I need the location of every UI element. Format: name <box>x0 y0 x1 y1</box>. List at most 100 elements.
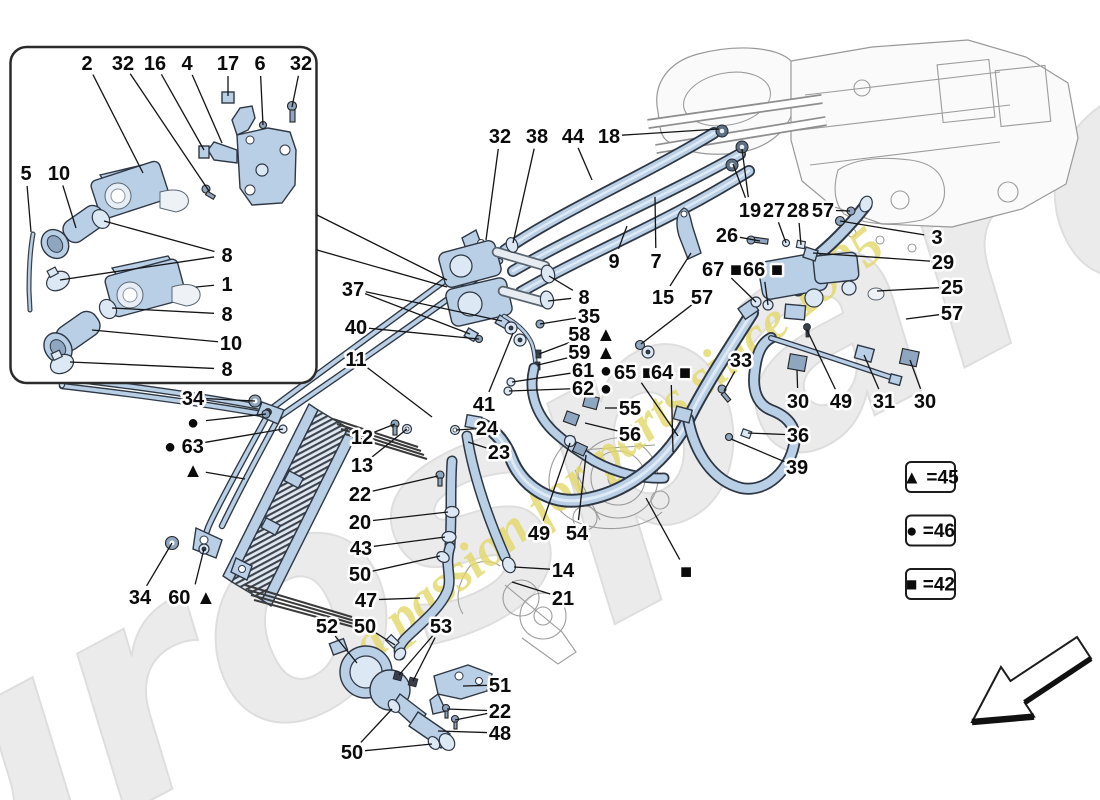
callout-label: 57 <box>691 287 713 309</box>
leader-line <box>160 74 205 151</box>
leader-line <box>371 428 408 458</box>
leader-line <box>621 128 720 136</box>
callout-label: 25 <box>941 277 963 299</box>
callout-label: 6 <box>254 53 265 75</box>
leader-line <box>291 75 300 108</box>
leader-line <box>905 314 940 320</box>
callout-label: 3 <box>931 227 942 249</box>
callout-label: 32 <box>489 126 511 148</box>
callout-label: 4 <box>181 53 193 75</box>
water-union-ghost <box>457 560 577 665</box>
leader-line <box>617 225 628 250</box>
leader-line <box>730 277 757 303</box>
callout-label: 39 <box>786 457 808 479</box>
callout-label: 8 <box>221 304 232 326</box>
leader-line <box>909 359 922 390</box>
leader-line <box>375 632 396 646</box>
leader-line <box>723 371 736 392</box>
leader-line <box>364 293 471 335</box>
callout-label: 53 <box>430 616 452 638</box>
leader-line <box>739 236 761 242</box>
leader-line <box>69 361 215 370</box>
leader-line <box>446 708 488 712</box>
leader-line <box>103 220 215 253</box>
leader-line <box>59 256 215 281</box>
leader-line <box>129 73 210 192</box>
leader-line <box>437 730 488 734</box>
callout-label: 59 ▲ <box>568 342 616 364</box>
leader-line <box>378 597 421 601</box>
leader-line <box>373 423 396 433</box>
legend-entry: ▲ =45 <box>902 468 959 489</box>
callout-label: 14 <box>552 560 575 582</box>
leader-line <box>373 536 446 547</box>
inset-pointer-line <box>316 249 448 288</box>
callout-label: 19 <box>739 200 761 222</box>
callout-label: ● <box>187 412 199 434</box>
leader-line <box>92 74 144 174</box>
leader-line <box>730 438 786 463</box>
callout-label: 61 ● <box>572 360 612 382</box>
leader-line <box>806 329 836 390</box>
leader-line <box>511 581 551 595</box>
callout-label: 44 <box>562 126 585 148</box>
leader-line <box>454 712 488 721</box>
legend-entry: ● =46 <box>906 521 955 542</box>
leader-line <box>205 397 256 402</box>
leader-line <box>62 185 77 229</box>
leader-line <box>372 555 441 572</box>
callout-label: 48 <box>489 723 511 745</box>
leader-line <box>542 442 571 521</box>
callout-label: 56 <box>619 424 641 446</box>
callout-label: 50 <box>349 564 371 586</box>
callout-label: 10 <box>220 333 242 355</box>
callout-label: 16 <box>144 53 166 75</box>
leader-line <box>467 441 487 449</box>
symbol-legend: ▲ =45● =46■ =42 <box>902 461 959 600</box>
leader-line <box>455 428 475 431</box>
callout-label: 40 <box>345 317 367 339</box>
callout-label: 12 <box>351 427 373 449</box>
leader-line <box>365 291 503 322</box>
callout-label: ● 63 <box>164 436 204 458</box>
leader-line <box>645 497 681 560</box>
callout-label: ▲ <box>183 460 203 482</box>
callout-label: 21 <box>552 588 574 610</box>
callout-label: 31 <box>873 391 895 413</box>
inset-box <box>9 45 448 385</box>
callout-label: 64 ■ <box>651 362 691 384</box>
leader-line <box>194 548 205 585</box>
leader-line <box>670 384 674 453</box>
direction-arrow <box>970 635 1093 726</box>
leader-line <box>508 387 580 392</box>
callout-label: 27 <box>763 200 785 222</box>
leader-line <box>798 222 802 246</box>
leader-line <box>777 221 787 244</box>
leader-lines <box>26 73 940 752</box>
leader-line <box>654 196 657 249</box>
leader-line <box>372 511 449 522</box>
callout-label: 34 <box>129 587 152 609</box>
callout-label: 57 <box>941 303 963 325</box>
freon-hoses <box>464 296 801 508</box>
callout-label: 8 <box>578 287 589 309</box>
leader-line <box>485 148 499 241</box>
leader-line <box>360 708 393 743</box>
callout-label: 22 <box>489 701 511 723</box>
legend-box <box>905 568 956 600</box>
leader-line <box>365 366 433 418</box>
callout-label: 30 <box>787 391 809 413</box>
leader-line <box>863 354 880 390</box>
leader-line <box>577 454 587 521</box>
callout-label: 1 <box>221 274 232 296</box>
leader-line <box>640 304 693 345</box>
leader-line <box>259 75 264 126</box>
leader-line <box>584 422 618 432</box>
condenser <box>222 402 428 630</box>
leader-line <box>488 332 514 393</box>
callout-label: 55 <box>619 398 641 420</box>
leader-line <box>364 743 433 752</box>
callout-label: 41 <box>473 394 495 416</box>
callout-label: 67 ■ <box>702 259 742 281</box>
